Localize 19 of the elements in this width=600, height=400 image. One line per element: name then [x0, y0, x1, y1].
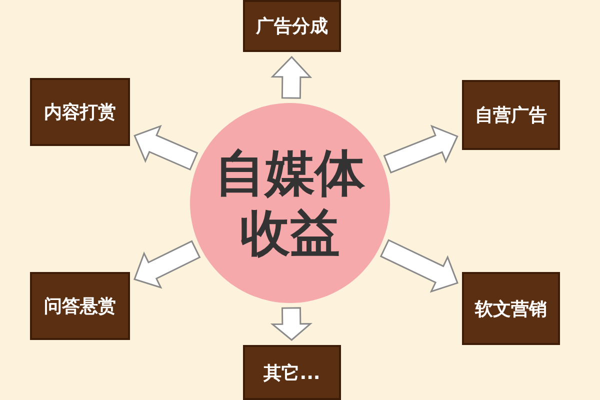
category-label: 问答悬赏 — [44, 295, 116, 318]
category-box — [462, 272, 560, 345]
category-box — [243, 345, 341, 400]
block-arrow — [134, 124, 198, 170]
center-title: 自媒体收益 — [214, 143, 366, 263]
category-box — [30, 78, 130, 146]
category-label: 软文营销 — [475, 298, 547, 320]
category-label: 广告分成 — [256, 15, 328, 38]
category-box — [462, 80, 560, 150]
category-label: 自营广告 — [475, 104, 547, 127]
category-label: 其它... — [264, 362, 320, 384]
block-arrow — [380, 239, 458, 293]
category-box — [243, 0, 341, 52]
block-arrow — [270, 307, 312, 341]
block-arrow — [270, 56, 312, 99]
category-label: 内容打赏 — [44, 101, 116, 124]
block-arrow — [383, 124, 458, 174]
category-box — [30, 272, 130, 340]
block-arrow — [134, 240, 201, 289]
